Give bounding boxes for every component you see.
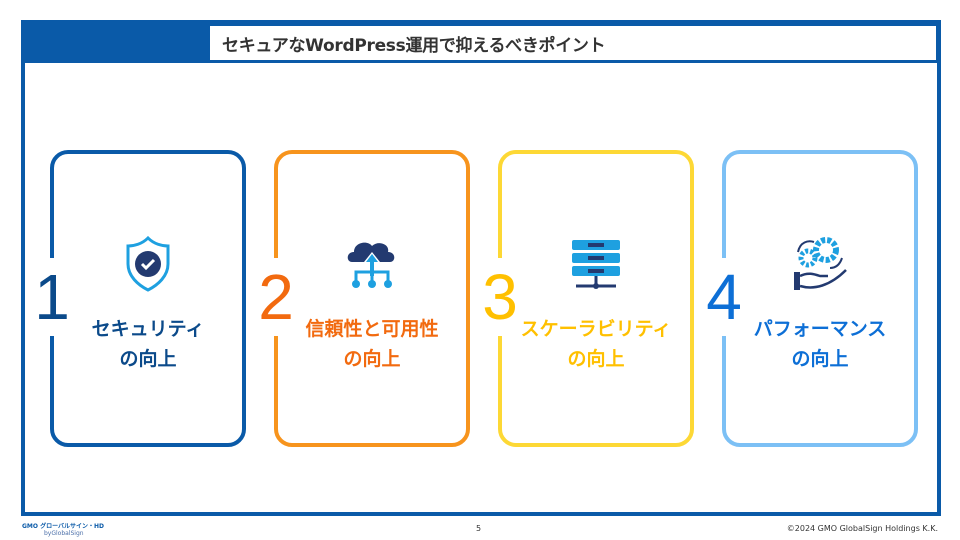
label-line2: の向上 bbox=[119, 348, 177, 370]
gears-hand-icon bbox=[794, 237, 847, 290]
page-number: 5 bbox=[476, 524, 482, 533]
card-label: パフォーマンスの向上 bbox=[726, 314, 914, 374]
label-line1: パフォーマンス bbox=[753, 318, 887, 340]
card-label: スケーラビリティの向上 bbox=[502, 314, 690, 374]
label-line1: スケーラビリティ bbox=[520, 318, 672, 340]
cloud-network-icon bbox=[347, 242, 395, 288]
card-reliability: 2 信頼性と可用性の向上 bbox=[256, 150, 470, 447]
card-number: 3 bbox=[480, 258, 520, 336]
card-number: 2 bbox=[256, 258, 296, 336]
server-rack-icon bbox=[572, 240, 620, 289]
card-label: 信頼性と可用性の向上 bbox=[278, 314, 466, 374]
card-number: 4 bbox=[704, 258, 744, 336]
page-title: セキュアなWordPress運用で抑えるべきポイント bbox=[222, 35, 606, 56]
title-box: セキュアなWordPress運用で抑えるべきポイント bbox=[210, 26, 936, 60]
logo-text: GMO グローバルサイン・HD bbox=[22, 523, 105, 530]
label-line2: の向上 bbox=[791, 348, 849, 370]
slide-frame bbox=[21, 20, 941, 516]
label-line1: 信頼性と可用性 bbox=[305, 318, 439, 340]
logo-subtext: byGlobalSign bbox=[44, 530, 84, 537]
label-line2: の向上 bbox=[567, 348, 625, 370]
card-scalability: 3 スケーラビリティの向上 bbox=[480, 150, 694, 447]
label-line1: セキュリティ bbox=[91, 318, 205, 340]
card-label: セキュリティの向上 bbox=[54, 314, 242, 374]
label-line2: の向上 bbox=[343, 348, 401, 370]
card-security: 1 セキュリティの向上 bbox=[32, 150, 246, 447]
copyright: ©2024 GMO GlobalSign Holdings K.K. bbox=[786, 524, 938, 533]
shield-check-icon bbox=[126, 235, 170, 292]
card-number: 1 bbox=[32, 258, 72, 336]
card-performance: 4 パフォーマンスの向上 bbox=[704, 150, 918, 447]
